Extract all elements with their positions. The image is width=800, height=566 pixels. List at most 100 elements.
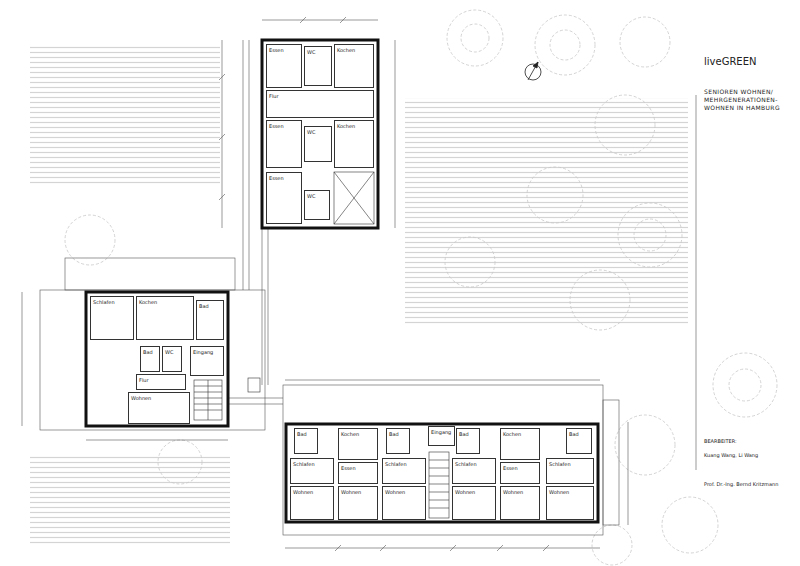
room-label: Wohnen [503,489,523,495]
room-box: Bad [294,428,318,454]
room-box: Wohnen [546,486,594,520]
room-label: Eingang [193,349,213,355]
tree [595,95,655,155]
dimension-line [285,380,600,381]
room-box: WC [304,190,330,220]
lawn-hatch [405,98,688,326]
tree [615,415,675,475]
room-label: Schlafen [293,461,315,467]
tree [592,525,632,565]
dimension-tick [219,194,225,200]
tree [445,237,495,287]
title-divider [696,95,697,470]
room-label: Wohnen [341,489,361,495]
room-box: Wohnen [338,486,378,520]
dimension-line [395,40,396,228]
dimension-tick [335,545,341,551]
dimension-line [22,292,23,426]
dimension-tick [450,545,456,551]
room-box: WC [162,346,182,372]
room-label: Bad [389,431,399,437]
stair [429,476,449,477]
tree [729,369,761,401]
terrace-outline [65,258,235,290]
room-label: Schlafen [455,461,477,467]
room-box: Schlafen [452,458,496,484]
stair [208,380,209,420]
stair [429,452,449,518]
room-box: Schlafen [90,296,134,340]
room-label: WC [307,49,315,55]
lawn-hatch [30,45,220,185]
room-label: Kochen [341,431,359,437]
room-box: Kochen [136,296,194,340]
room-box: Bad [386,428,410,454]
tree [662,497,718,553]
room-label: WC [307,129,315,135]
dimension-tick [497,545,503,551]
room-label: Essen [269,123,284,129]
stair [429,508,449,509]
room-box: Bad [456,428,480,454]
room-box: Essen [266,120,302,168]
room-box: Kochen [334,120,374,168]
tree [461,24,489,52]
terrace-outline [603,400,619,525]
path-line [268,228,269,385]
room-box: Flur [266,90,374,118]
room-box: WC [304,46,332,86]
stair [429,468,449,469]
lift-symbol [248,378,260,392]
room-box: Essen [266,172,302,224]
room-label: Bad [143,349,153,355]
tree [634,219,666,251]
room-label: Wohnen [385,489,405,495]
room-label: Bad [459,431,469,437]
room-box: Wohnen [128,392,190,424]
author-note: Kuang Wang, Li Wang [704,452,788,459]
stair [429,500,449,501]
dimension-tick [300,17,306,23]
dimension-tick [380,545,386,551]
author-note: Prof. Dr.-Ing. Bernd Kritzmann [704,481,794,488]
room-box: Kochen [338,428,378,460]
tree [447,10,503,66]
dimension-line [86,440,228,441]
tree [527,167,583,223]
room-label: Essen [269,47,284,53]
room-label: Flur [269,93,279,99]
room-box: Bad [566,428,592,454]
stair [429,484,449,485]
path-line [243,40,244,290]
room-box: Schlafen [290,458,334,484]
path-line [228,398,283,399]
building-wall [262,40,378,228]
room-label: Kochen [139,299,157,305]
room-label: WC [307,193,315,199]
room-box: Kochen [334,44,374,88]
room-label: Bad [569,431,579,437]
stair [334,172,374,224]
dimension-line [262,20,378,21]
room-box: Wohnen [500,486,540,520]
room-box: Wohnen [452,486,496,520]
north-arrow [533,62,538,68]
stair [194,380,222,420]
room-label: Essen [503,465,518,471]
tree [65,215,115,265]
room-box: Kochen [500,428,540,460]
room-label: Schlafen [549,461,571,467]
room-label: Bad [297,431,307,437]
dimension-tick [543,545,549,551]
room-box: Wohnen [382,486,426,520]
room-box: Eingang [190,346,224,376]
room-box: Schlafen [546,458,594,484]
room-label: Essen [269,175,284,181]
building-wall [86,292,228,426]
room-box: Schlafen [382,458,426,484]
room-box: Essen [338,462,378,484]
dimension-tick [340,17,346,23]
tree [535,15,595,75]
stair [429,460,449,461]
dimension-line [222,40,223,228]
